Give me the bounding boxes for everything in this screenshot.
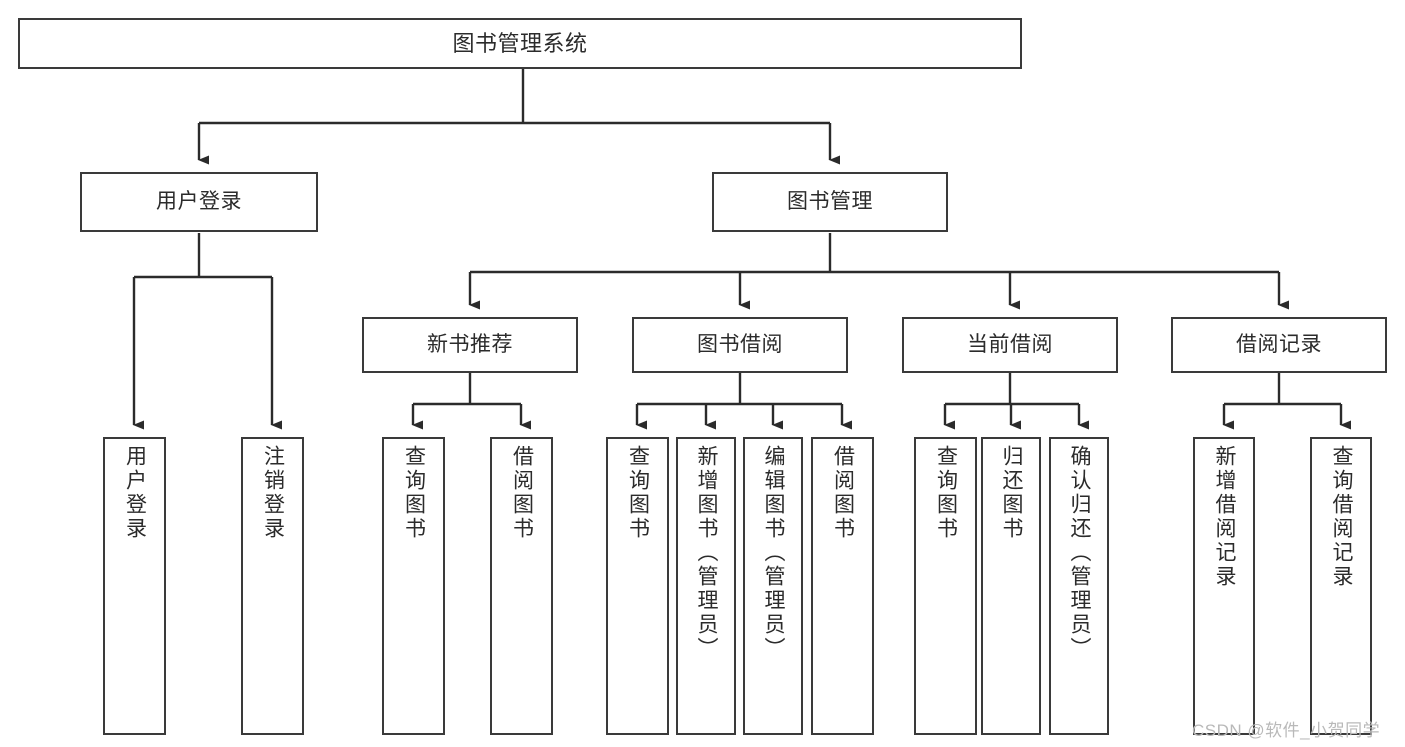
node-label: 用户登录	[123, 445, 147, 541]
leaf-book-borrow-edit-book-admin[interactable]: 编辑图书（管理员）	[743, 437, 803, 735]
node-label: 新增借阅记录	[1212, 445, 1236, 589]
node-borrow-record[interactable]: 借阅记录	[1171, 317, 1387, 373]
node-label: 新书推荐	[427, 333, 513, 357]
leaf-borrow-record-query-record[interactable]: 查询借阅记录	[1310, 437, 1372, 735]
leaf-current-borrow-confirm-return-admin[interactable]: 确认归还（管理员）	[1049, 437, 1109, 735]
csdn-watermark: CSDN @软件_小贺同学	[1192, 721, 1381, 740]
node-label: 确认归还（管理员）	[1067, 445, 1091, 661]
node-user-login[interactable]: 用户登录	[80, 172, 318, 232]
node-label: 当前借阅	[967, 333, 1053, 357]
node-root-book-management-system[interactable]: 图书管理系统	[18, 18, 1022, 69]
node-label: 用户登录	[156, 190, 242, 214]
node-label: 查询图书	[402, 445, 426, 541]
node-current-borrow[interactable]: 当前借阅	[902, 317, 1118, 373]
node-label: 借阅图书	[510, 445, 534, 541]
leaf-user-login-logout[interactable]: 注销登录	[241, 437, 304, 735]
node-label: 图书管理系统	[452, 30, 588, 56]
node-label: 查询借阅记录	[1329, 445, 1353, 589]
leaf-book-borrow-borrow-book[interactable]: 借阅图书	[811, 437, 874, 735]
node-label: 编辑图书（管理员）	[761, 445, 785, 661]
node-label: 查询图书	[934, 445, 958, 541]
leaf-current-borrow-query-book[interactable]: 查询图书	[914, 437, 977, 735]
leaf-new-book-query-book[interactable]: 查询图书	[382, 437, 445, 735]
node-label: 查询图书	[626, 445, 650, 541]
node-new-book-recommend[interactable]: 新书推荐	[362, 317, 578, 373]
node-label: 归还图书	[999, 445, 1023, 541]
leaf-current-borrow-return-book[interactable]: 归还图书	[981, 437, 1041, 735]
node-label: 借阅图书	[831, 445, 855, 541]
node-label: 新增图书（管理员）	[694, 445, 718, 661]
node-label: 注销登录	[261, 445, 285, 541]
leaf-book-borrow-add-book-admin[interactable]: 新增图书（管理员）	[676, 437, 736, 735]
leaf-user-login-login[interactable]: 用户登录	[103, 437, 166, 735]
leaf-borrow-record-add-record[interactable]: 新增借阅记录	[1193, 437, 1255, 735]
leaf-new-book-borrow-book[interactable]: 借阅图书	[490, 437, 553, 735]
node-book-borrow[interactable]: 图书借阅	[632, 317, 848, 373]
node-label: 图书管理	[787, 190, 873, 214]
node-book-management[interactable]: 图书管理	[712, 172, 948, 232]
node-label: 借阅记录	[1236, 333, 1322, 357]
node-label: 图书借阅	[697, 333, 783, 357]
leaf-book-borrow-query-book[interactable]: 查询图书	[606, 437, 669, 735]
